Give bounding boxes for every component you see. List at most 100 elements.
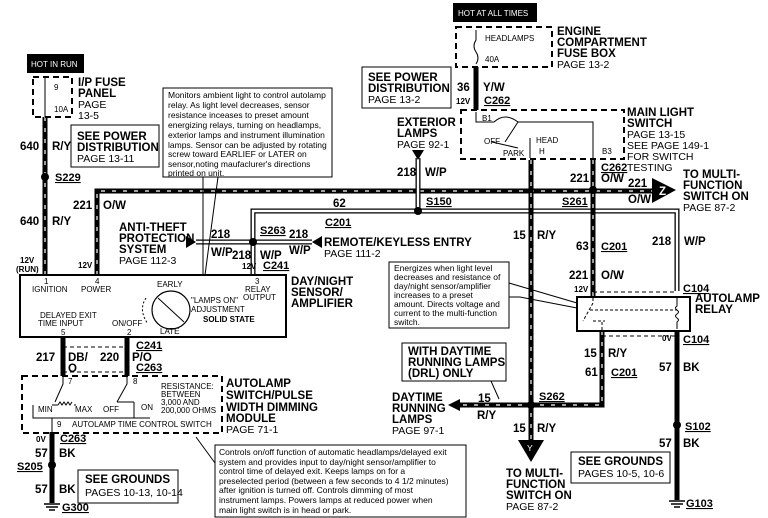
to-mfs-bottom-title: TO MULTI- <box>506 468 563 480</box>
svg-text:5: 5 <box>61 328 66 337</box>
switch-note-pointer <box>195 436 216 464</box>
engine-fuse-title: FUSE BOX <box>557 48 616 60</box>
svg-text:HEAD: HEAD <box>536 136 558 145</box>
arrow-y-letter: Y <box>527 443 533 453</box>
main-light-switch-page[interactable]: SEE PAGE 149-1 <box>627 140 709 152</box>
autolamp-relay-title: AUTOLAMP <box>695 293 760 305</box>
hot-in-run-label: HOT IN RUN <box>31 60 78 69</box>
sensor-note-box <box>162 87 333 178</box>
relay-note-box <box>388 261 510 329</box>
autolamp-switch-page[interactable]: PAGE 71-1 <box>226 424 278 436</box>
grounds-right-page[interactable]: PAGES 10-5, 10-6 <box>578 468 664 480</box>
wire-color: W/P <box>260 250 282 262</box>
grounds-left-box[interactable] <box>77 469 179 504</box>
svg-text:resistance inceases to preset: resistance inceases to preset amount <box>168 110 309 120</box>
ground-g103: G103 <box>686 498 713 510</box>
wire-num: 640 <box>20 141 39 153</box>
svg-text:amount. Directs voltage and: amount. Directs voltage and <box>394 299 500 309</box>
connector-c201: C201 <box>611 367 637 379</box>
power-distribution-mid-box[interactable] <box>361 66 452 109</box>
connector-c263: C263 <box>136 362 162 374</box>
wire-color: O/W <box>628 194 651 206</box>
ground-g103-icon <box>669 500 685 508</box>
autolamp-relay <box>576 296 691 332</box>
wire-num: 63 <box>576 241 589 253</box>
ground-g300-icon <box>44 503 60 511</box>
svg-text:B1: B1 <box>482 114 492 123</box>
svg-text:lamps. Sensor can be adjusted: lamps. Sensor can be adjusted by rotatin… <box>168 140 327 150</box>
adjustment-screw-icon[interactable] <box>142 290 191 330</box>
drl-page[interactable]: PAGE 97-1 <box>392 425 444 437</box>
autolamp-switch-title: AUTOLAMP <box>226 378 291 390</box>
remote-keyless-page[interactable]: PAGE 111-2 <box>324 248 381 260</box>
drl-title: RUNNING <box>392 403 446 415</box>
svg-text:IGNITION: IGNITION <box>32 285 68 294</box>
wire-color: O/W <box>103 200 126 212</box>
grounds-left-page[interactable]: PAGES 10-13, 10-14 <box>85 487 183 499</box>
splice-s263: S263 <box>260 225 286 237</box>
exterior-lamps-page[interactable]: PAGE 92-1 <box>397 139 449 151</box>
power-distribution-mid-title: DISTRIBUTION <box>368 83 450 95</box>
ip-fuse-title: PANEL <box>78 88 116 100</box>
wire-color: O/W <box>601 270 624 282</box>
svg-text:control time of delayed exit.: control time of delayed exit. Keeps lamp… <box>219 466 405 476</box>
anti-theft-page[interactable]: PAGE 112-3 <box>119 255 177 267</box>
arrow-y-icon <box>518 440 544 462</box>
autolamp-relay-title: RELAY <box>695 304 733 316</box>
sensor-amp-title: AMPLIFIER <box>291 298 354 310</box>
wire-num: 221 <box>569 270 589 282</box>
wire-num: 62 <box>333 198 346 210</box>
svg-text:8: 8 <box>133 377 138 386</box>
autolamp-switch-title: WIDTH DIMMING <box>226 402 318 414</box>
svg-text:system and provides input to d: system and provides input to day/night s… <box>219 457 436 467</box>
grounds-right-box[interactable] <box>570 451 671 484</box>
wire-num: 221 <box>73 200 93 212</box>
wire-color: BK <box>59 484 76 496</box>
wire-num: 220 <box>100 352 119 364</box>
svg-text:printed on unit.: printed on unit. <box>168 168 224 178</box>
wire-color: R/Y <box>608 348 628 360</box>
splice-s229: S229 <box>55 172 81 184</box>
engine-fuse-page[interactable]: PAGE 13-2 <box>557 59 609 71</box>
sensor-note-text: Monitors ambient light to control autola… <box>168 90 327 178</box>
engine-fuse-title: ENGINE <box>557 26 601 38</box>
wire-color: W/P <box>425 167 447 179</box>
svg-text:MIN: MIN <box>38 405 53 414</box>
main-light-switch-internals: B1 OFF HEAD PARK H B3 <box>475 112 612 158</box>
connector-c104: C104 <box>683 334 710 346</box>
wire-num: 640 <box>20 216 39 228</box>
voltage-label: 12V <box>20 256 35 265</box>
svg-text:relay. As light level decrease: relay. As light level decreases, sensor <box>168 100 310 110</box>
svg-text:OFF: OFF <box>484 137 500 146</box>
wire-num: 15 <box>478 393 491 405</box>
to-mfs-right-page[interactable]: PAGE 87-2 <box>683 202 735 214</box>
wire-color: R/Y <box>537 423 557 435</box>
wire-221-ow-main <box>94 188 655 275</box>
power-distribution-left-box[interactable] <box>70 124 160 168</box>
main-light-switch-page[interactable]: PAGE 13-15 <box>627 129 685 141</box>
wire-color: DB/ <box>68 352 89 364</box>
hot-at-all-times-badge <box>453 3 537 22</box>
wire-color: BK <box>683 362 700 374</box>
to-mfs-bottom-page[interactable]: PAGE 87-2 <box>506 501 558 513</box>
main-light-switch-title: MAIN LIGHT <box>627 107 694 119</box>
svg-text:3: 3 <box>255 277 260 286</box>
drl-note-text: WITH DAYTIME <box>408 346 492 358</box>
svg-text:Energizes when light level: Energizes when light level <box>394 263 492 273</box>
svg-text:SOLID STATE: SOLID STATE <box>203 315 255 324</box>
voltage-label: 0V <box>36 435 46 444</box>
ip-fuse-page: PAGE <box>78 99 106 111</box>
wire-stripe <box>458 331 603 406</box>
svg-text:Monitors ambient light to cont: Monitors ambient light to control autola… <box>168 90 326 100</box>
arrow-remote-keyless-icon <box>312 236 322 248</box>
svg-text:current to the multi-function: current to the multi-function <box>394 308 497 318</box>
arrow-z-letter: Z <box>659 186 666 198</box>
power-distribution-mid-page[interactable]: PAGE 13-2 <box>368 94 420 106</box>
svg-text:OFF: OFF <box>103 405 119 414</box>
wire-num: 221 <box>570 173 590 185</box>
engine-fuse-title: COMPARTMENT <box>557 37 647 49</box>
power-distribution-left-page[interactable]: PAGE 13-11 <box>77 153 135 165</box>
svg-text:day/night sensor/amplifier: day/night sensor/amplifier <box>394 281 491 291</box>
svg-text:H: H <box>539 147 545 156</box>
fuse-number: 9 <box>54 83 59 92</box>
